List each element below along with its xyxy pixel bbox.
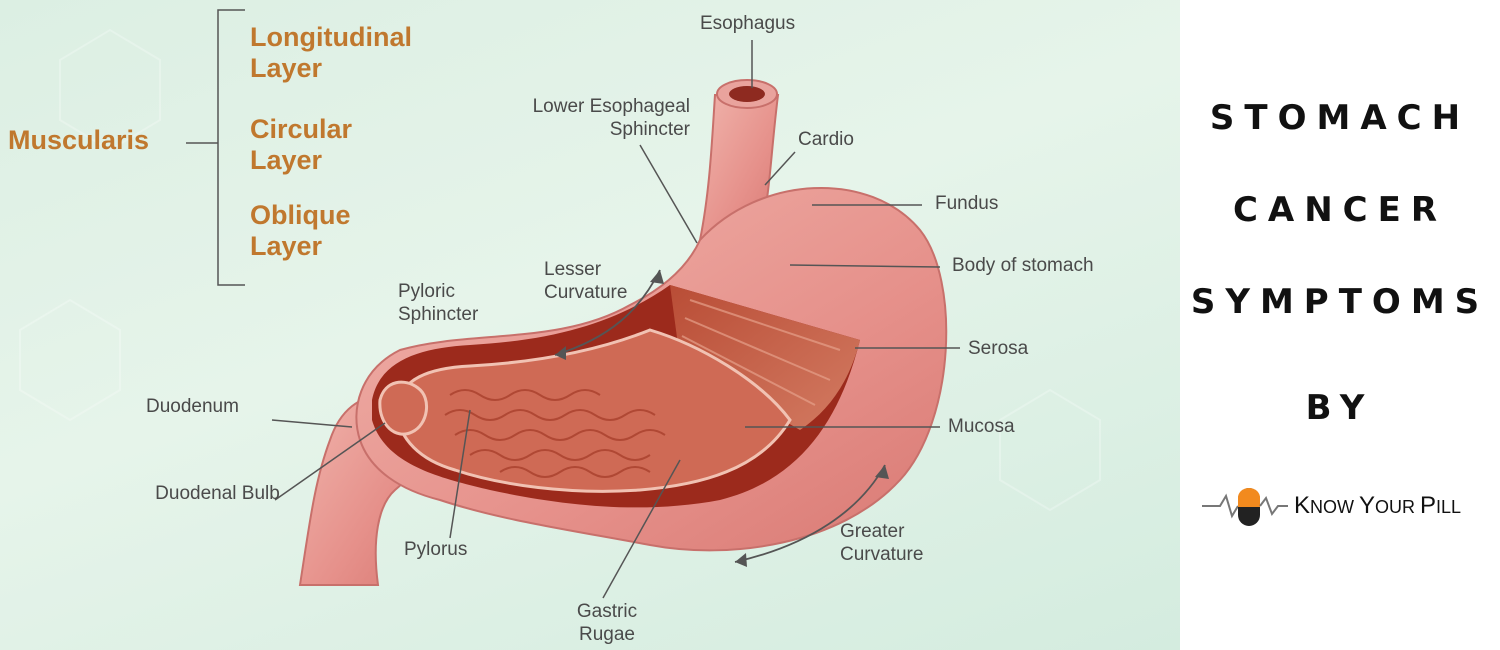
logo-text: KNOW YOUR PILL [1294, 492, 1462, 519]
label-lower-esophageal-sphincter: Lower Esophageal Sphincter [532, 96, 690, 140]
lesser-curvature-arrow [554, 269, 661, 356]
label-lesser-curvature: Lesser Curvature [544, 259, 628, 303]
label-greater-curvature: Greater Curvature [840, 521, 924, 565]
longitudinal-layer-label: Longitudinal Layer [250, 22, 412, 83]
leader-lines [271, 40, 960, 599]
label-duodenal-bulb: Duodenal Bulb [155, 483, 280, 504]
oblique-layer-label: Oblique Layer [250, 200, 351, 261]
label-pylorus: Pylorus [404, 539, 468, 560]
label-mucosa: Mucosa [948, 416, 1015, 437]
title-line-symptoms: SYMPTOMS [1190, 282, 1490, 322]
muscularis-label: Muscularis [8, 125, 150, 155]
title-panel: STOMACH CANCER SYMPTOMS BY KNOW YOUR PIL… [1180, 0, 1500, 650]
stomach-diagram: Muscularis Longitudinal Layer Circular L… [0, 0, 1180, 650]
title-line-by: BY [1305, 388, 1375, 428]
greater-curvature-arrow [734, 464, 886, 563]
label-cardio: Cardio [798, 129, 854, 150]
muscle-layers [670, 285, 860, 430]
label-duodenum: Duodenum [146, 396, 239, 417]
label-fundus: Fundus [935, 193, 999, 214]
circular-layer-label: Circular Layer [250, 114, 353, 175]
label-body-of-stomach: Body of stomach [952, 255, 1094, 276]
muscularis-bracket [186, 9, 245, 286]
know-your-pill-logo: KNOW YOUR PILL [1200, 478, 1490, 532]
gastric-rugae [444, 389, 666, 478]
background-hexagons [19, 28, 1101, 512]
duodenal-bulb [378, 380, 428, 436]
label-pyloric-sphincter: Pyloric Sphincter [398, 281, 479, 325]
title-line-stomach: STOMACH [1209, 98, 1471, 138]
label-esophagus: Esophagus [700, 13, 796, 34]
stomach-illustration [19, 9, 1101, 599]
label-gastric-rugae: Gastric Rugae [576, 601, 638, 645]
pill-heartbeat-icon [1202, 488, 1288, 526]
label-serosa: Serosa [968, 338, 1029, 359]
title-line-cancer: CANCER [1232, 190, 1448, 230]
